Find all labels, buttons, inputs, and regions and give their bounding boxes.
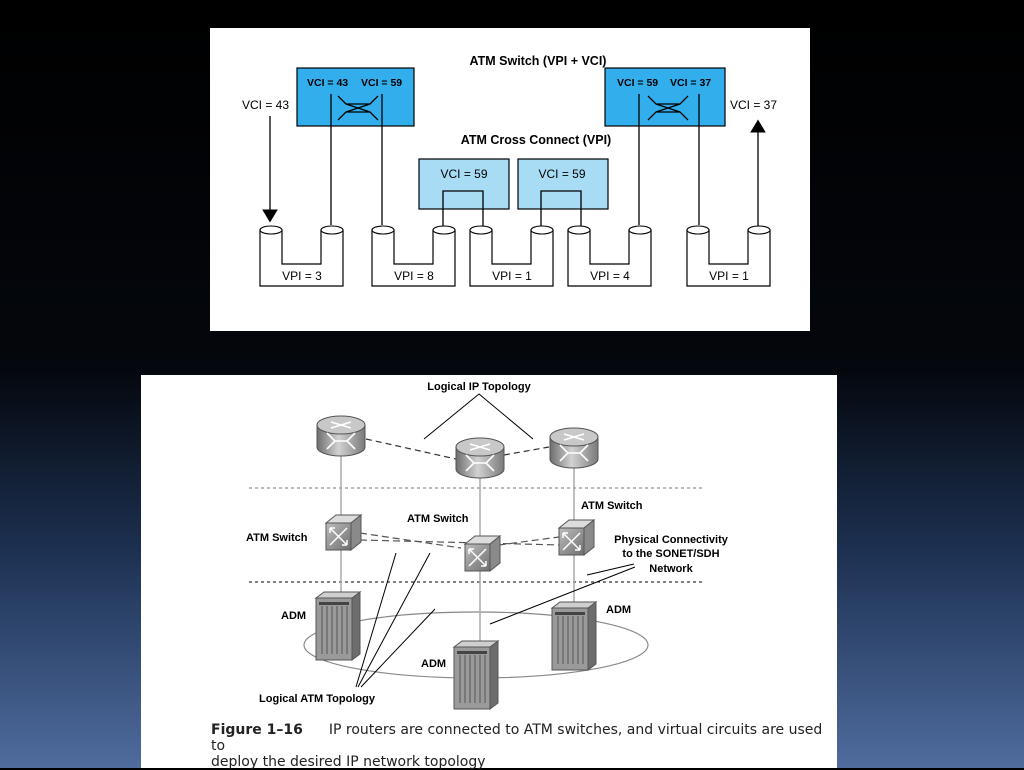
physical-connectivity-line3: Network (649, 563, 693, 575)
switch-left-vci-in: VCI = 43 (307, 77, 348, 89)
input-vci-label: VCI = 43 (242, 98, 289, 112)
router-right (549, 427, 599, 469)
cross-connect-left: VCI = 59 (418, 158, 510, 227)
logical-atm-links (359, 532, 562, 549)
cross-right-vci: VCI = 59 (538, 167, 585, 181)
atm-diagram-svg: ATM Switch (VPI + VCI) ATM Cross Connect… (242, 54, 777, 287)
crossover-icon (647, 95, 689, 121)
switch-right-vci-out: VCI = 37 (670, 77, 711, 89)
switch-connector-lines (330, 94, 700, 225)
adm-center-label: ADM (421, 658, 446, 670)
cross-left-vci: VCI = 59 (440, 167, 487, 181)
logical-ip-topology-label: Logical IP Topology (427, 381, 531, 393)
logical-atm-topology-label: Logical ATM Topology (259, 693, 376, 705)
atm-switch-title: ATM Switch (VPI + VCI) (470, 54, 607, 68)
output-vci-label: VCI = 37 (730, 98, 777, 112)
adm-left-label: ADM (281, 610, 306, 622)
physical-connectivity-line2: to the SONET/SDH (622, 548, 719, 560)
adm-left (315, 591, 361, 661)
vpi-label-1: VPI = 3 (282, 269, 322, 283)
vpi-pipe-2: VPI = 8 (371, 225, 456, 287)
switch-left-vci-out: VCI = 59 (361, 77, 402, 89)
atm-cross-connect-title: ATM Cross Connect (VPI) (461, 133, 611, 147)
crossover-icon (337, 95, 379, 121)
cross-connect-right: VCI = 59 (517, 158, 609, 227)
router-center (455, 437, 505, 479)
atm-switch-left-label: ATM Switch (246, 532, 308, 544)
ip-atm-diagram-svg: Logical IP Topology ATM Switch ATM Switc… (246, 381, 729, 710)
atm-switch-icon-right (558, 519, 595, 556)
physical-connectivity-line1: Physical Connectivity (614, 534, 729, 546)
vpi-pipe-4: VPI = 4 (567, 225, 652, 287)
vpi-pipe-5: VPI = 1 (686, 225, 771, 287)
adm-center (453, 640, 499, 710)
adm-right (551, 601, 597, 671)
atm-switch-center-label: ATM Switch (407, 513, 469, 525)
atm-switch-icon-left (325, 514, 362, 551)
atm-switch-right: VCI = 59 VCI = 37 (604, 67, 726, 127)
router-left (316, 415, 366, 457)
atm-switch-icon-center (464, 535, 501, 572)
figure-number: Figure 1–16 (211, 722, 303, 738)
logical-ip-links (365, 438, 550, 460)
callout-lines (355, 393, 636, 688)
vpi-label-3: VPI = 1 (492, 269, 532, 283)
vpi-label-5: VPI = 1 (709, 269, 749, 283)
atm-switch-left: VCI = 43 VCI = 59 (296, 67, 415, 127)
vpi-label-2: VPI = 8 (394, 269, 434, 283)
caption-line-2: deploy the desired IP network topology (211, 754, 486, 770)
vpi-label-4: VPI = 4 (590, 269, 630, 283)
atm-switch-right-label: ATM Switch (581, 500, 643, 512)
vpi-pipe-1: VPI = 3 (259, 225, 344, 287)
vpi-pipe-3: VPI = 1 (469, 225, 554, 287)
caption-line-1: IP routers are connected to ATM switches… (211, 722, 823, 754)
atm-vpi-vci-diagram: ATM Switch (VPI + VCI) ATM Cross Connect… (210, 28, 810, 331)
switch-right-vci-in: VCI = 59 (617, 77, 658, 89)
adm-right-label: ADM (606, 604, 631, 616)
ip-over-atm-topology-figure: Logical IP Topology ATM Switch ATM Switc… (141, 375, 837, 770)
